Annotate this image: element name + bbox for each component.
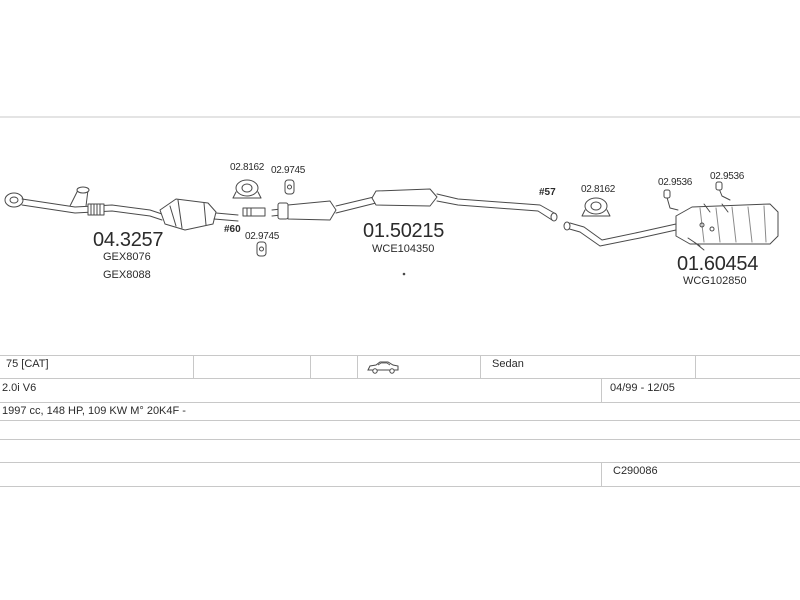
ref-60: #60 (224, 224, 241, 235)
part-number-rear-silencer[interactable]: 01.60454 (677, 253, 759, 275)
vehicle-years: 04/99 - 12/05 (610, 382, 675, 394)
clamp-icon[interactable] (232, 179, 262, 199)
hanger-icon[interactable] (284, 179, 295, 195)
vehicle-engine: 2.0i V6 (2, 382, 37, 394)
part-number-downpipe[interactable]: 04.3257 (93, 229, 164, 251)
part-number-clamp-a[interactable]: 02.8162 (230, 162, 265, 173)
vehicle-body-type: Sedan (492, 358, 524, 370)
middle-silencer-pipe[interactable] (271, 188, 558, 222)
hanger-icon[interactable] (663, 189, 679, 211)
part-number-clamp-c[interactable]: 02.9745 (245, 231, 280, 242)
part-ref-downpipe-2: GEX8088 (103, 269, 151, 281)
vehicle-specs: 1997 cc, 148 HP, 109 KW M° 20K4F - (2, 405, 186, 417)
part-number-hanger-a[interactable]: 02.9536 (658, 177, 693, 188)
hanger-icon[interactable] (715, 181, 731, 201)
gasket-icon[interactable] (242, 207, 266, 217)
part-number-hanger-b[interactable]: 02.9536 (710, 171, 745, 182)
catalog-code: C290086 (613, 465, 658, 477)
front-pipe[interactable] (4, 186, 163, 221)
sedan-car-icon (367, 361, 399, 374)
part-number-clamp-b[interactable]: 02.9745 (271, 165, 306, 176)
catalytic-converter[interactable] (159, 198, 239, 231)
part-number-clamp-d[interactable]: 02.8162 (581, 184, 616, 195)
part-ref-downpipe-1: GEX8076 (103, 251, 151, 263)
part-ref-rear-silencer: WCG102850 (683, 275, 747, 287)
part-number-middle-silencer[interactable]: 01.50215 (363, 220, 445, 242)
part-ref-middle-silencer: WCE104350 (372, 243, 435, 255)
rear-silencer[interactable] (563, 203, 779, 251)
clamp-icon[interactable] (581, 197, 611, 217)
vehicle-model: 75 [CAT] (6, 358, 49, 370)
hanger-icon[interactable] (256, 241, 267, 257)
ref-57: #57 (539, 187, 556, 198)
exhaust-diagram (0, 116, 800, 276)
